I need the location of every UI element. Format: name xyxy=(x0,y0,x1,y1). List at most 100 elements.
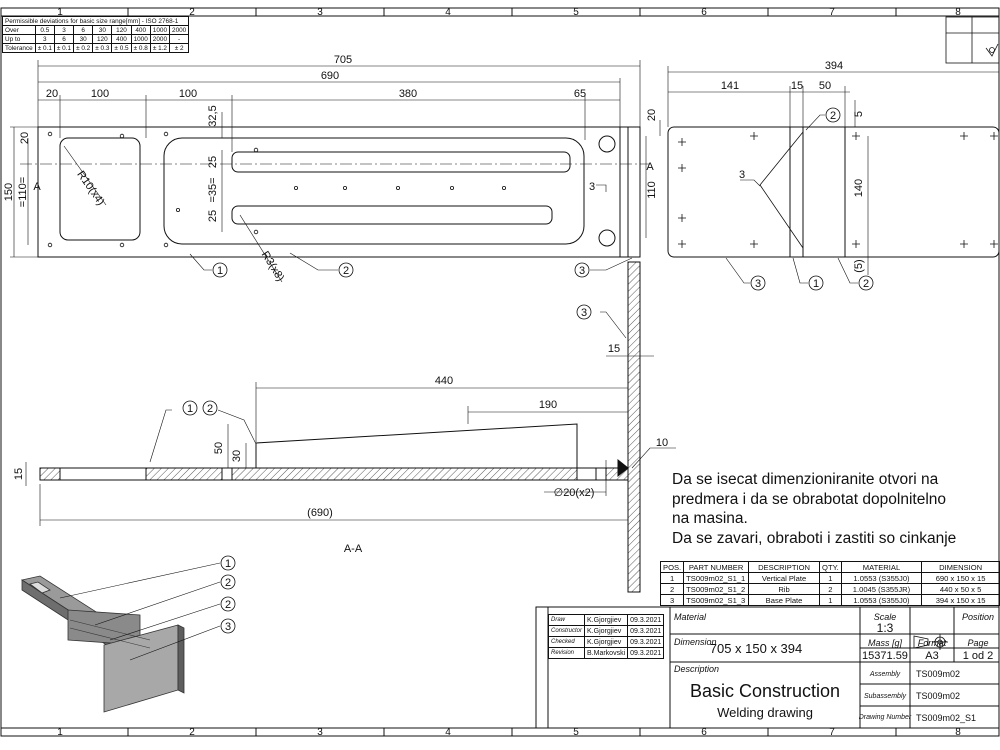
dim-65: 65 xyxy=(574,88,586,100)
drawing-number-value: TS009m02_S1 xyxy=(916,713,976,723)
balloon-3: 3 xyxy=(755,278,761,290)
top-view xyxy=(10,60,661,283)
window-cutout xyxy=(59,137,141,241)
col-label-bottom: 6 xyxy=(701,727,707,738)
material-label: Material xyxy=(674,612,707,622)
col-label-top: 2 xyxy=(189,7,195,18)
position-label: Position xyxy=(962,612,994,622)
balloon-2: 2 xyxy=(830,110,836,122)
section-mark-left: A xyxy=(33,181,41,193)
dim-5: 5 xyxy=(853,111,865,117)
dim-150: 150 xyxy=(3,183,15,201)
isometric-balloons: 1 2 2 3 xyxy=(225,558,231,633)
balloon-1: 1 xyxy=(813,278,819,290)
page-value: 1 od 2 xyxy=(963,650,994,662)
col-label-bottom: 1 xyxy=(57,727,63,738)
col-label-bottom: 8 xyxy=(955,727,961,738)
note-line: Da se isecat dimenzioniranite otvori na xyxy=(672,471,939,488)
dim-overall-length: 705 xyxy=(334,54,352,66)
drawing-title: Basic Construction xyxy=(690,681,840,701)
dim-100: 100 xyxy=(179,88,197,100)
dim-50: 50 xyxy=(819,80,831,92)
dim-140: 140 xyxy=(853,179,865,197)
dim-20-right: 20 xyxy=(646,109,658,121)
col-label-top: 6 xyxy=(701,7,707,18)
side-view-dimensions: 394 141 15 50 5 140 (5) 3 2 3 1 2 xyxy=(721,60,869,290)
hole-callout: ∅20(x2) xyxy=(554,487,595,499)
assembly-label: Assembly xyxy=(869,671,901,678)
section-label: A-A xyxy=(344,543,363,555)
manufacturing-notes: Da se isecat dimenzioniranite otvori na … xyxy=(672,470,1000,548)
subassembly-label: Subassembly xyxy=(864,693,907,700)
isometric-view xyxy=(20,555,236,713)
dim-690-ref: (690) xyxy=(307,507,333,519)
col-label-bottom: 5 xyxy=(573,727,579,738)
dim-440: 440 xyxy=(435,375,453,387)
col-label-top: 8 xyxy=(955,7,961,18)
scale-value: 1:3 xyxy=(877,621,894,635)
balloon-3: 3 xyxy=(579,265,585,277)
col-label-bottom: 3 xyxy=(317,727,323,738)
slot-outline xyxy=(163,137,585,245)
tolerance-title: Permissible deviations for basic size ra… xyxy=(1,16,190,26)
dim-inner-length: 690 xyxy=(321,70,339,82)
col-label-top: 7 xyxy=(829,7,835,18)
subassembly-value: TS009m02 xyxy=(916,691,960,701)
balloon-2: 2 xyxy=(225,577,231,589)
side-view xyxy=(667,66,1000,291)
dim-side-overall: 394 xyxy=(825,60,843,72)
table-row: Tolerance± 0.1± 0.1± 0.2± 0.3± 0.5± 0.8±… xyxy=(2,43,190,53)
dim-110-right: 110 xyxy=(646,181,658,199)
dim-190: 190 xyxy=(539,399,557,411)
vertical-plate-section xyxy=(627,261,641,593)
dim-15-plate: 15 xyxy=(608,343,620,355)
dimension-value: 705 x 150 x 394 xyxy=(710,641,803,656)
frame-column-labels: 1 2 3 4 5 6 7 8 1 2 3 4 5 6 7 8 xyxy=(57,7,961,738)
col-label-top: 3 xyxy=(317,7,323,18)
top-view-dimensions: 705 690 20 100 100 380 65 32,5 25 =35= 2… xyxy=(3,54,658,284)
weld-symbol-value: 10 xyxy=(656,437,668,449)
col-label-bottom: 4 xyxy=(445,727,451,738)
format-label: Format xyxy=(918,638,947,648)
dimension-label: Dimension xyxy=(674,637,717,647)
parts-list-table: POS. PART NUMBER DESCRIPTION QTY. MATERI… xyxy=(659,561,1000,606)
balloon-3: 3 xyxy=(225,621,231,633)
section-view-dimensions: 440 190 50 30 15 15 (690) ∅20(x2) 10 1 2… xyxy=(13,307,668,555)
col-label-top: 5 xyxy=(573,7,579,18)
section-mark-right: A xyxy=(646,161,654,173)
drawing-number-label: Drawing Number xyxy=(859,714,912,721)
dim-141: 141 xyxy=(721,80,739,92)
rib-profile xyxy=(255,423,578,468)
dim-380: 380 xyxy=(399,88,417,100)
surface-symbol-box xyxy=(945,16,1000,64)
dim-25: 25 xyxy=(207,210,219,222)
col-label-top: 4 xyxy=(445,7,451,18)
note-line: Da se zavari, obraboti i zastiti so cink… xyxy=(672,529,957,547)
projection-symbol-icon xyxy=(913,634,948,650)
side-plate-outline xyxy=(667,126,1000,258)
dim-20: 20 xyxy=(46,88,58,100)
mass-value: 15371.59 xyxy=(862,650,908,662)
balloon-1: 1 xyxy=(225,558,231,570)
balloon-1: 1 xyxy=(217,265,223,277)
balloon-2: 2 xyxy=(343,265,349,277)
balloon-1: 1 xyxy=(187,403,193,415)
format-value: A3 xyxy=(925,650,938,662)
title-block-text: Material Dimension 705 x 150 x 394 Descr… xyxy=(674,612,994,723)
tolerance-table: Permissible deviations for basic size ra… xyxy=(1,16,190,53)
note-line: predmera i da se obrabotat dopolnitelno xyxy=(672,490,947,508)
mass-label: Mass [g] xyxy=(868,638,903,648)
dim-15: 15 xyxy=(791,80,803,92)
balloon-3: 3 xyxy=(581,307,587,319)
title-block-grid xyxy=(535,606,1000,729)
balloon-2: 2 xyxy=(207,403,213,415)
